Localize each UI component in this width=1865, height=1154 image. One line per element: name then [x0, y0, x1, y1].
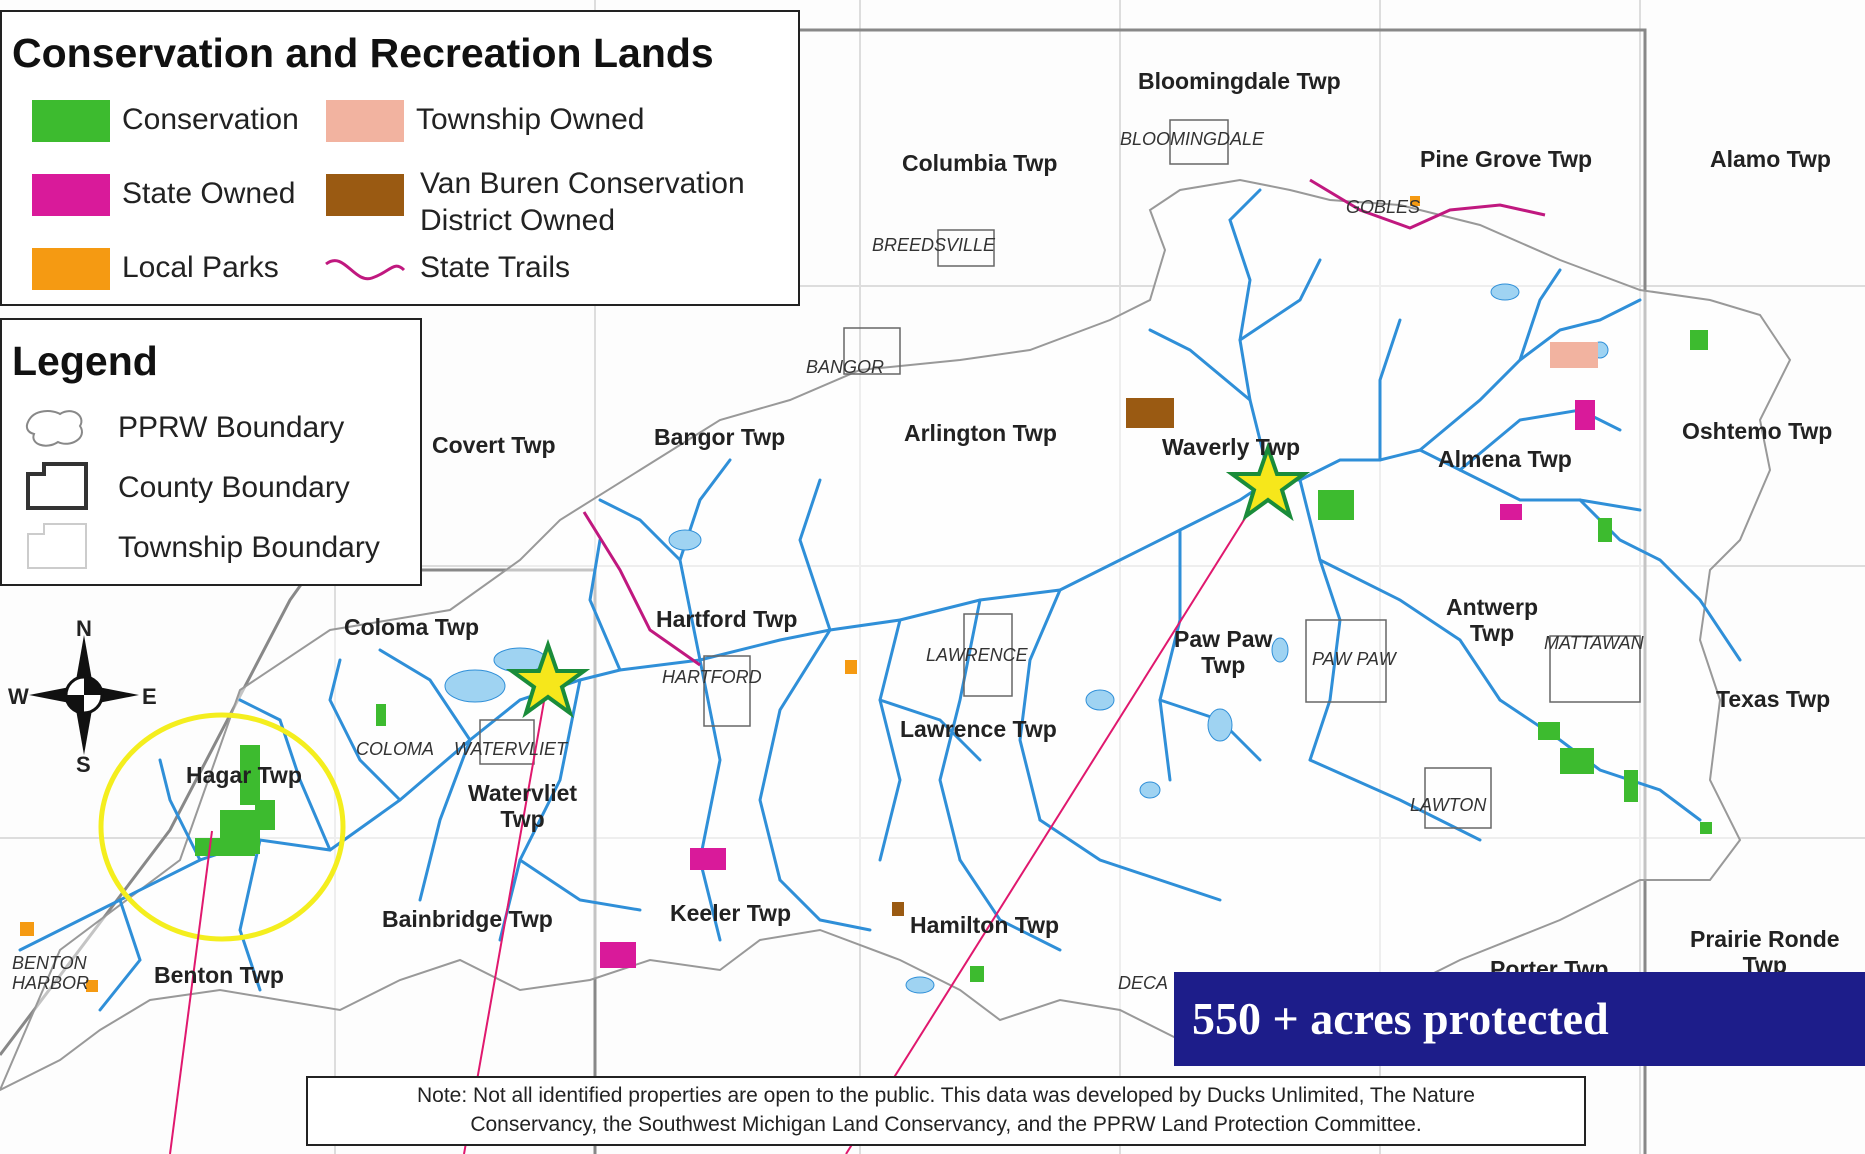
conservation-parcels — [195, 330, 1712, 982]
star-icon — [1225, 441, 1311, 522]
legend-item-township-boundary: Township Boundary — [118, 531, 380, 564]
note-line-2: Conservancy, the Southwest Michigan Land… — [470, 1112, 1422, 1136]
township-label: Hamilton Twp — [910, 912, 1060, 938]
city-label: BANGOR — [806, 357, 885, 377]
conservation-legend: Conservation and Recreation Lands Conser… — [0, 10, 800, 306]
township-label: Keeler Twp — [670, 900, 791, 926]
river-network — [18, 188, 1742, 1012]
city-label: DECA — [1118, 973, 1169, 993]
legend-item-local-parks: Local Parks — [122, 251, 279, 284]
township-label: Bainbridge Twp — [382, 906, 553, 932]
township-label: Hagar Twp — [186, 762, 302, 788]
city-label: LAWTON — [1410, 795, 1487, 815]
compass-west-label: W — [8, 684, 29, 709]
township-label: Alamo Twp — [1710, 146, 1831, 172]
map-legend-title: Legend — [12, 338, 158, 384]
note-line-1: Note: Not all identified properties are … — [417, 1084, 1475, 1107]
county-boundary-icon — [26, 462, 88, 510]
city-boundaries — [479, 119, 1641, 829]
district-owned-swatch — [326, 174, 404, 216]
state-owned-parcels — [600, 400, 1595, 968]
city-label: MATTAWAN — [1544, 633, 1644, 653]
township-label: Columbia Twp — [902, 150, 1058, 176]
township-owned-swatch — [326, 100, 404, 142]
township-label: Waverly Twp — [1162, 434, 1301, 460]
conservation-legend-title: Conservation and Recreation Lands — [12, 30, 714, 76]
city-label: HARTFORD — [662, 667, 762, 687]
district-owned-parcels — [892, 398, 1174, 916]
state-trails — [582, 178, 1546, 667]
township-label: Oshtemo Twp — [1682, 418, 1833, 444]
state-owned-swatch — [32, 174, 110, 216]
township-label: Covert Twp — [432, 432, 556, 458]
compass-north-label: N — [76, 616, 92, 641]
township-label: Benton Twp — [154, 962, 284, 988]
city-label: PAW PAW — [1312, 649, 1396, 669]
township-label: Hartford Twp — [656, 606, 798, 632]
legend-item-state-owned: State Owned — [122, 177, 296, 210]
pprw-boundary-icon — [25, 410, 83, 447]
legend-item-state-trails: State Trails — [420, 251, 571, 284]
lakes — [444, 283, 1609, 994]
legend-item-conservation: Conservation — [122, 103, 299, 136]
township-label: Arlington Twp — [904, 420, 1057, 446]
township-owned-parcel — [1550, 342, 1598, 368]
township-label: Almena Twp — [1438, 446, 1572, 472]
state-trail-line-icon — [325, 259, 406, 281]
conservation-swatch — [32, 100, 110, 142]
star-icon — [505, 638, 591, 719]
local-parks — [20, 196, 1420, 992]
acres-protected-banner: 550 + acres protected — [1174, 972, 1865, 1066]
township-label: Texas Twp — [1716, 686, 1831, 712]
site-stars — [505, 441, 1311, 719]
compass-east-label: E — [142, 684, 157, 709]
legend-item-pprw-boundary: PPRW Boundary — [118, 411, 345, 444]
township-label: Lawrence Twp — [900, 716, 1057, 742]
city-label: GOBLES — [1346, 197, 1421, 217]
township-label: Bloomingdale Twp — [1138, 68, 1341, 94]
township-label: Coloma Twp — [344, 614, 480, 640]
township-label: Bangor Twp — [654, 424, 786, 450]
city-label: WATERVLIET — [454, 739, 568, 759]
city-label: BLOOMINGDALE — [1120, 129, 1265, 149]
township-label: Pine Grove Twp — [1420, 146, 1593, 172]
hagar-highlight-circle — [98, 712, 346, 942]
city-label: COLOMA — [356, 739, 435, 759]
township-boundary-icon — [27, 523, 87, 569]
compass-rose-icon — [29, 635, 139, 755]
local-parks-swatch — [32, 248, 110, 290]
city-label: BREEDSVILLE — [872, 235, 996, 255]
data-source-note: Note: Not all identified properties are … — [306, 1076, 1586, 1146]
city-label: LAWRENCE — [926, 645, 1028, 665]
map-legend: Legend PPRW Boundary County Boundary Tow… — [0, 318, 422, 586]
compass-south-label: S — [76, 752, 91, 777]
legend-item-township-owned: Township Owned — [416, 103, 645, 136]
legend-item-county-boundary: County Boundary — [118, 471, 350, 504]
